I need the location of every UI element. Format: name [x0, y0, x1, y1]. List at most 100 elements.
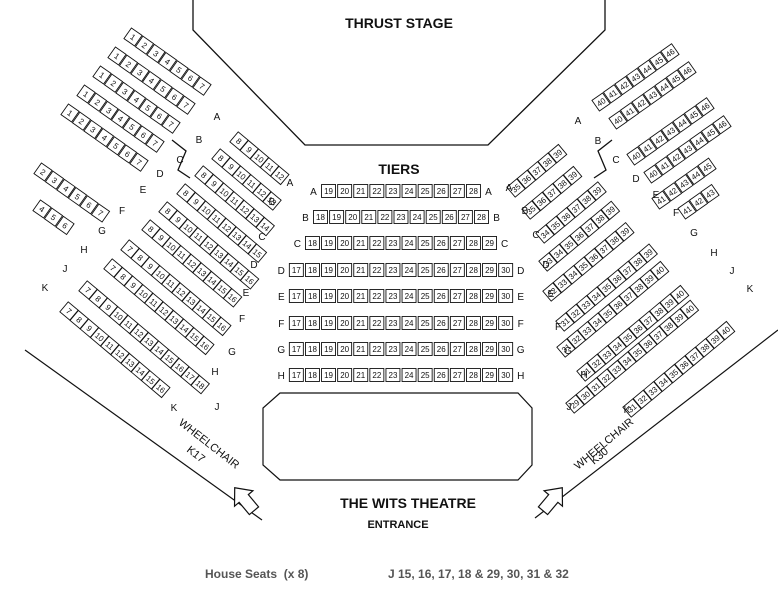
tier-seat[interactable]: 19: [321, 184, 336, 198]
tier-seat[interactable]: 25: [417, 289, 433, 303]
right-side-seat[interactable]: 39: [562, 165, 583, 186]
tier-seat[interactable]: 19: [321, 263, 336, 277]
tier-seat[interactable]: 27: [449, 289, 465, 303]
left-front-seat[interactable]: 7: [129, 152, 149, 172]
right-side-seat[interactable]: 35: [521, 200, 541, 220]
right-front-seat[interactable]: 42: [649, 129, 669, 150]
right-side-seat[interactable]: 34: [653, 372, 673, 392]
right-front-seat[interactable]: 41: [619, 102, 640, 122]
left-front-seat[interactable]: 6: [149, 106, 170, 126]
tier-seat[interactable]: 24: [409, 210, 425, 224]
tier-seat[interactable]: 21: [353, 342, 369, 356]
right-side-seat[interactable]: 34: [586, 286, 606, 306]
left-front-seat[interactable]: 4: [157, 51, 178, 72]
tier-seat[interactable]: 29: [482, 316, 497, 330]
tier-seat[interactable]: 26: [433, 263, 449, 277]
right-front-seat[interactable]: 44: [654, 77, 674, 97]
left-front-seat[interactable]: 7: [176, 95, 196, 115]
tier-seat[interactable]: 17: [288, 289, 304, 303]
tier-seat[interactable]: 20: [337, 289, 353, 303]
right-front-seat[interactable]: 42: [688, 192, 709, 212]
right-side-seat[interactable]: 32: [565, 303, 586, 324]
left-front-seat[interactable]: 6: [79, 195, 99, 215]
right-side-seat[interactable]: 36: [638, 334, 658, 354]
right-side-seat[interactable]: 34: [563, 265, 583, 285]
right-side-seat[interactable]: 34: [535, 224, 555, 244]
right-side-seat[interactable]: 32: [542, 282, 562, 302]
tier-seat[interactable]: 19: [321, 316, 336, 330]
tier-seat[interactable]: 23: [385, 236, 401, 250]
tier-seat[interactable]: 26: [433, 289, 449, 303]
tier-seat[interactable]: 26: [441, 210, 457, 224]
tier-seat[interactable]: 18: [313, 210, 328, 224]
left-front-seat[interactable]: 5: [169, 60, 189, 80]
left-front-seat[interactable]: 1: [92, 65, 112, 85]
right-side-seat[interactable]: 38: [590, 209, 610, 229]
right-side-seat[interactable]: 31: [555, 312, 575, 332]
right-front-seat[interactable]: 41: [654, 156, 675, 176]
left-front-seat[interactable]: 6: [55, 215, 75, 236]
tier-seat[interactable]: 28: [474, 210, 489, 224]
tier-seat[interactable]: 20: [337, 368, 353, 382]
right-front-seat[interactable]: 40: [643, 164, 663, 184]
right-side-seat[interactable]: 35: [627, 342, 648, 363]
right-side-seat[interactable]: 33: [552, 273, 573, 294]
right-side-seat[interactable]: 36: [583, 247, 604, 268]
tier-seat[interactable]: 28: [466, 368, 481, 382]
left-front-seat[interactable]: 4: [141, 70, 162, 91]
tier-seat[interactable]: 25: [417, 316, 433, 330]
left-front-seat[interactable]: 3: [99, 100, 119, 121]
tier-seat[interactable]: 17: [288, 342, 304, 356]
left-side-seat[interactable]: 10: [161, 236, 182, 256]
right-front-seat[interactable]: 41: [602, 84, 623, 104]
left-side-seat[interactable]: 16: [212, 316, 232, 337]
tier-seat[interactable]: 22: [369, 263, 385, 277]
right-side-seat[interactable]: 31: [586, 377, 606, 397]
tier-seat[interactable]: 20: [337, 316, 353, 330]
tier-seat[interactable]: 19: [321, 342, 336, 356]
left-side-seat[interactable]: 16: [151, 378, 171, 399]
tier-seat[interactable]: 25: [417, 236, 433, 250]
right-front-seat[interactable]: 41: [677, 200, 697, 220]
right-front-seat[interactable]: 46: [677, 61, 697, 81]
left-front-seat[interactable]: 3: [115, 81, 135, 102]
tier-seat[interactable]: 23: [385, 368, 401, 382]
tier-seat[interactable]: 18: [305, 289, 320, 303]
right-side-seat[interactable]: 38: [629, 278, 649, 298]
tier-seat[interactable]: 23: [385, 342, 401, 356]
left-side-seat[interactable]: 16: [195, 335, 215, 356]
tier-seat[interactable]: 20: [337, 184, 353, 198]
right-side-seat[interactable]: 37: [684, 346, 705, 367]
tier-seat[interactable]: 24: [401, 368, 417, 382]
right-side-seat[interactable]: 35: [597, 303, 618, 324]
tier-seat[interactable]: 29: [482, 368, 497, 382]
right-side-seat[interactable]: 39: [615, 222, 635, 242]
tier-seat[interactable]: 27: [449, 316, 465, 330]
right-side-seat[interactable]: 33: [597, 345, 617, 365]
right-side-seat[interactable]: 34: [587, 312, 607, 332]
right-side-seat[interactable]: 38: [604, 230, 625, 251]
tier-seat[interactable]: 22: [377, 210, 393, 224]
tier-seat[interactable]: 19: [321, 289, 336, 303]
tier-seat[interactable]: 23: [385, 289, 401, 303]
right-side-seat[interactable]: 35: [545, 215, 566, 236]
right-side-seat[interactable]: 37: [527, 161, 547, 181]
left-front-seat[interactable]: 1: [60, 103, 80, 123]
left-front-seat[interactable]: 5: [153, 79, 173, 99]
right-side-seat[interactable]: 38: [537, 152, 557, 172]
left-front-seat[interactable]: 5: [67, 186, 88, 207]
right-side-seat[interactable]: 36: [607, 269, 627, 289]
tier-seat[interactable]: 24: [401, 184, 417, 198]
right-side-seat[interactable]: 39: [638, 243, 658, 263]
tier-seat[interactable]: 25: [417, 368, 433, 382]
left-front-seat[interactable]: 7: [145, 133, 165, 153]
left-front-seat[interactable]: 6: [117, 144, 138, 164]
right-front-seat[interactable]: 42: [666, 147, 686, 168]
right-front-seat[interactable]: 42: [631, 93, 651, 114]
left-front-seat[interactable]: 3: [130, 62, 150, 83]
left-front-seat[interactable]: 4: [110, 108, 131, 129]
left-side-seat[interactable]: 14: [255, 216, 275, 237]
tier-seat[interactable]: 25: [417, 184, 433, 198]
right-side-seat[interactable]: 35: [573, 256, 593, 276]
right-side-seat[interactable]: 36: [516, 169, 537, 190]
